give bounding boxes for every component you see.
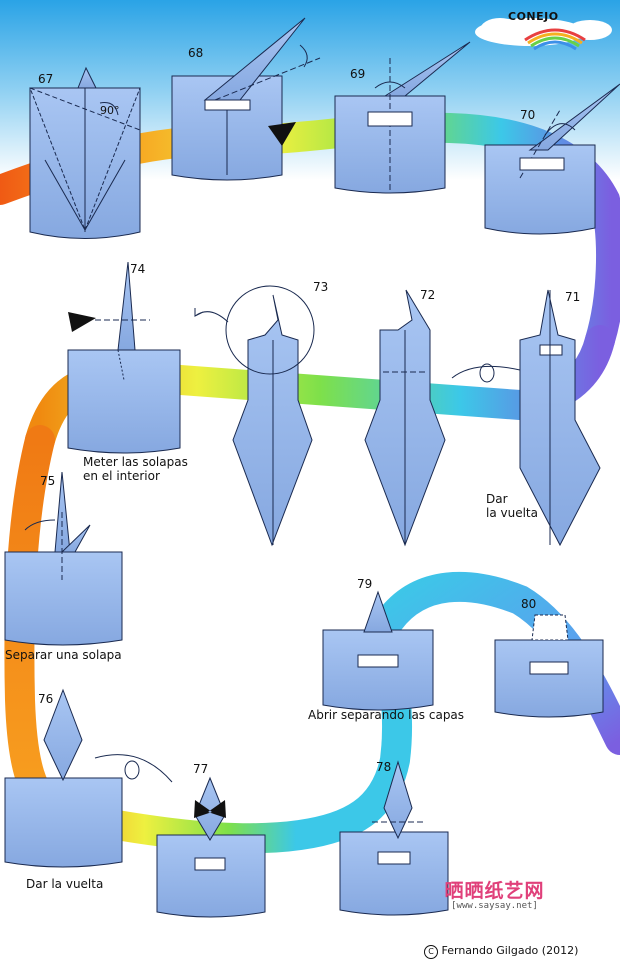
angle-label: 90° <box>100 104 120 117</box>
step-76-turn-arrow-icon <box>94 754 173 783</box>
step-number-78: 78 <box>376 760 392 774</box>
dar-vuelta-instruction-76: Dar la vuelta <box>26 877 104 891</box>
step-number-68: 68 <box>188 46 204 60</box>
step-69-figure <box>334 41 471 194</box>
step-74-push-arrow-icon <box>68 312 96 332</box>
watermark-chinese: 晒晒纸艺网 <box>444 880 545 902</box>
step-73-zoom-arrow-icon <box>194 308 229 323</box>
step-number-69: 69 <box>350 67 366 81</box>
separar-instruction: Separar una solapa <box>5 648 122 662</box>
step-74-figure <box>67 261 181 454</box>
step-number-71: 71 <box>565 290 581 304</box>
copyright-icon: C <box>424 945 438 959</box>
step-71-turn-arrow-icon <box>451 365 521 379</box>
watermark-url: [www.saysay.net] <box>451 901 538 911</box>
step-68-figure <box>171 17 321 181</box>
step-80-figure <box>494 614 604 718</box>
step-70-figure <box>484 83 620 235</box>
abrir-instruction: Abrir separando las capas <box>308 708 465 722</box>
dar-vuelta-instruction-71: Dar la vuelta <box>486 492 538 520</box>
title-cloud <box>475 18 612 51</box>
step-78-figure <box>339 760 449 916</box>
step-number-75: 75 <box>40 474 56 488</box>
turn-over-icon <box>479 363 495 383</box>
step-67-figure <box>29 66 141 239</box>
site-watermark: 晒晒纸艺网 [www.saysay.net] <box>432 876 557 911</box>
step-77-push-arrows-icon <box>194 800 226 818</box>
step-number-77: 77 <box>193 762 209 776</box>
step-73-figure <box>225 285 315 547</box>
step-number-74: 74 <box>130 262 146 276</box>
copyright-text: Fernando Gilgado (2012) <box>441 944 579 957</box>
copyright: C Fernando Gilgado (2012) <box>424 944 578 959</box>
diagram-title: CONEJO <box>508 10 559 23</box>
step-number-67: 67 <box>38 72 54 86</box>
meter-instruction: Meter las solapas en el interior <box>83 455 188 483</box>
step-72-figure <box>364 289 446 547</box>
step-number-70: 70 <box>520 108 536 122</box>
step-number-73: 73 <box>313 280 329 294</box>
step-number-80: 80 <box>521 597 537 611</box>
step-71-figure <box>519 289 601 547</box>
step-79-figure <box>322 590 434 711</box>
step-68-push-arrow-icon <box>268 122 296 146</box>
step-76-figure <box>4 688 123 868</box>
step-number-76: 76 <box>38 692 54 706</box>
step-number-79: 79 <box>357 577 373 591</box>
turn-over-icon-2 <box>124 760 140 780</box>
step-number-72: 72 <box>420 288 436 302</box>
step-75-figure <box>4 471 123 646</box>
step-77-figure <box>156 776 266 918</box>
